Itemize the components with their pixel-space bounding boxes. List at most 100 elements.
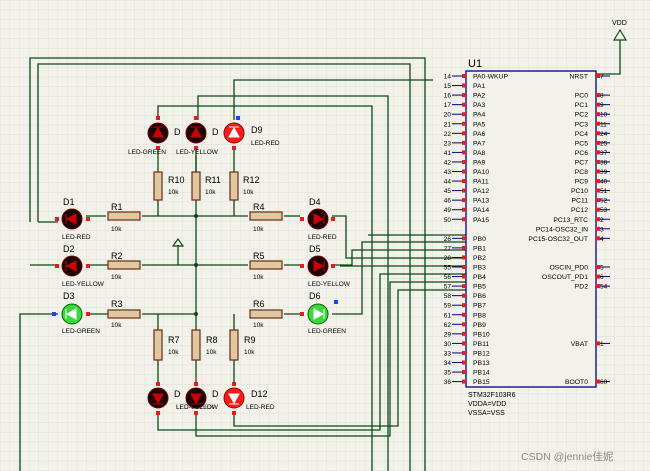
pin-marker <box>462 274 466 279</box>
resistor-ref: R3 <box>111 299 123 309</box>
resistor-r7[interactable]: R7 10k <box>153 329 180 361</box>
led-d10[interactable]: D <box>147 382 181 415</box>
pin-number: 11 <box>600 121 607 128</box>
led-d9[interactable]: D9 LED-RED <box>223 116 280 150</box>
pin-name: PC1 <box>575 102 588 109</box>
resistor-r8[interactable]: R8 10k <box>191 329 218 361</box>
led-type: LED-YELLOW <box>176 404 219 411</box>
resistor-r5[interactable]: R5 10k <box>249 251 283 281</box>
wire-top-outer <box>29 57 426 471</box>
mcu-part-number: STM32F103R6 <box>468 392 516 399</box>
wire-d9-top <box>233 79 433 120</box>
pin-number: 35 <box>444 370 452 377</box>
pin-marker <box>596 140 600 145</box>
pin-marker <box>596 131 600 136</box>
led-d3[interactable]: D3 LED-GREEN <box>52 291 100 335</box>
pin-marker <box>462 303 466 308</box>
led-d5[interactable]: D5 LED-YELLOW <box>300 244 351 288</box>
led-d12[interactable]: D12 LED-RED LED-GREEN <box>176 382 275 415</box>
junction-dot <box>194 312 198 316</box>
pin-number: 51 <box>600 188 608 195</box>
resistor-r1[interactable]: R1 10k <box>107 202 141 233</box>
resistor-r4[interactable]: R4 10k <box>249 202 283 233</box>
led-d4[interactable]: D4 LED-RED <box>300 197 337 241</box>
resistor-r12[interactable]: R12 10k <box>229 171 260 201</box>
mcu-body[interactable] <box>465 70 597 388</box>
led-d11[interactable]: D LED-YELLOW <box>176 382 219 415</box>
led-d8[interactable]: D LED-YELLOW <box>176 116 219 156</box>
led-d6[interactable]: D6 LED-GREEN <box>300 291 346 335</box>
resistor-r2[interactable]: R2 10k <box>107 251 141 281</box>
wire-top-second <box>37 63 411 471</box>
resistor-value: 10k <box>168 349 179 356</box>
led-d7[interactable]: D LED-GREEN <box>128 116 181 156</box>
led-d2[interactable]: D2 LED-YELLOW <box>55 244 105 288</box>
resistor-r3[interactable]: R3 10k <box>107 299 141 329</box>
resistor-r11[interactable]: R11 10k <box>191 171 221 201</box>
pin-name: PC7 <box>575 159 588 166</box>
led-d1[interactable]: D1 LED-RED <box>55 197 91 241</box>
resistor-r6[interactable]: R6 10k <box>249 299 283 329</box>
pin-name: PA3 <box>473 102 486 109</box>
resistor-r10[interactable]: R10 10k <box>153 171 185 201</box>
pin-name: PA5 <box>473 121 486 128</box>
resistor-r9[interactable]: R9 10k <box>229 329 256 361</box>
